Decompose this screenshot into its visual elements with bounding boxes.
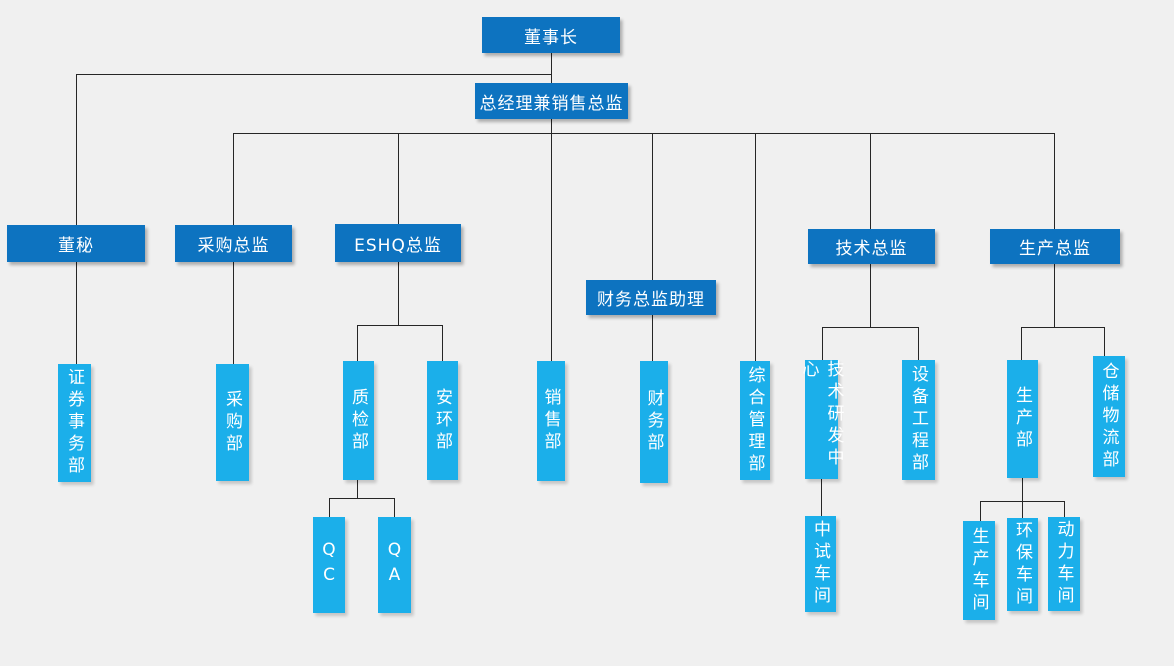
org-node-eshq-director: ESHQ总监: [335, 224, 461, 262]
org-node-securities-affairs-dept: 证券事务部: [58, 364, 91, 482]
connector-line: [652, 315, 653, 361]
org-node-procurement-director: 采购总监: [175, 225, 292, 262]
connector-line: [1021, 327, 1104, 328]
connector-line: [76, 74, 552, 75]
org-node-production-director: 生产总监: [990, 229, 1120, 264]
connector-line: [1064, 501, 1065, 517]
connector-line: [329, 498, 394, 499]
connector-line: [918, 327, 919, 360]
connector-line: [1054, 264, 1055, 327]
connector-line: [870, 133, 871, 229]
org-node-gm-sales-director: 总经理兼销售总监: [475, 83, 628, 119]
connector-line: [76, 74, 77, 225]
connector-line: [822, 327, 823, 360]
connector-line: [551, 53, 552, 83]
org-node-warehouse-logistics-dept: 仓储物流部: [1093, 356, 1125, 477]
connector-line: [233, 133, 1054, 134]
connector-line: [822, 327, 918, 328]
connector-line: [357, 325, 442, 326]
org-node-tech-rd-center: 技术研发中心: [799, 360, 844, 479]
org-node-safety-env-dept: 安环部: [427, 361, 458, 480]
org-node-tech-director: 技术总监: [808, 229, 935, 264]
connector-line: [1054, 133, 1055, 229]
org-node-qa: QA: [378, 517, 411, 613]
org-node-quality-inspection-dept: 质检部: [343, 361, 374, 480]
connector-line: [357, 325, 358, 361]
org-node-general-admin-dept: 综合管理部: [740, 361, 770, 480]
org-node-env-protection-workshop: 环保车间: [1007, 518, 1038, 611]
connector-line: [398, 133, 399, 224]
org-node-production-workshop: 生产车间: [963, 521, 995, 620]
org-node-sales-dept: 销售部: [537, 361, 565, 481]
connector-line: [980, 501, 981, 521]
connector-line: [821, 479, 822, 516]
org-node-procurement-dept: 采购部: [216, 364, 249, 481]
connector-line: [398, 262, 399, 325]
connector-line: [76, 262, 77, 364]
org-node-chairman: 董事长: [482, 17, 620, 53]
connector-line: [442, 325, 443, 361]
connector-line: [329, 498, 330, 517]
connector-line: [1104, 327, 1105, 356]
connector-line: [1022, 478, 1023, 501]
connector-line: [233, 133, 234, 225]
connector-line: [233, 262, 234, 364]
org-node-equipment-eng-dept: 设备工程部: [902, 360, 935, 480]
org-node-finance-dept: 财务部: [640, 361, 668, 483]
org-node-qc: QC: [313, 517, 345, 613]
connector-line: [1021, 327, 1022, 360]
connector-line: [652, 133, 653, 280]
org-node-pilot-workshop: 中试车间: [805, 516, 836, 612]
org-node-finance-director-assistant: 财务总监助理: [586, 280, 716, 315]
connector-line: [1022, 501, 1023, 518]
connector-line: [551, 119, 552, 133]
connector-line: [551, 133, 552, 361]
org-node-power-workshop: 动力车间: [1048, 517, 1080, 611]
connector-line: [357, 480, 358, 498]
connector-line: [755, 133, 756, 361]
connector-line: [394, 498, 395, 517]
org-node-production-dept: 生产部: [1007, 360, 1038, 478]
connector-line: [870, 264, 871, 327]
org-node-board-secretary: 董秘: [7, 225, 145, 262]
